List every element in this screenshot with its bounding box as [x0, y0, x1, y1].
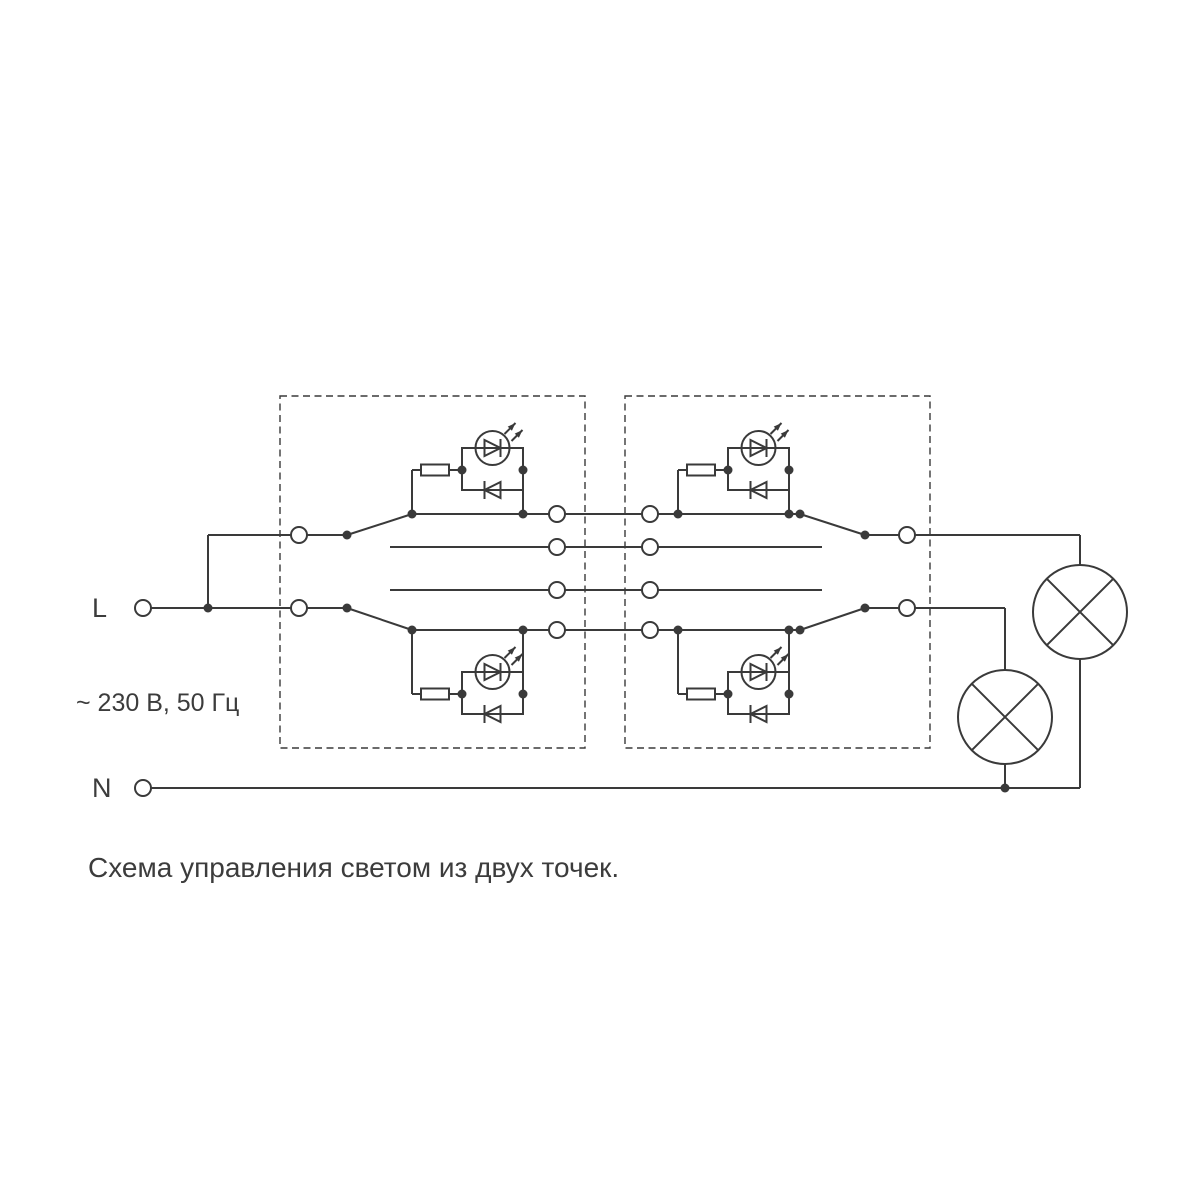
switch-unit-1-outline: [279, 395, 586, 749]
led-indicator-4: [677, 646, 795, 724]
junction-dots: [203, 509, 1010, 793]
diagram-labels: L N ~ 230 В, 50 Гц Схема управления свет…: [76, 593, 619, 883]
label-line-terminal: L: [92, 593, 107, 623]
label-supply-rating: ~ 230 В, 50 Гц: [76, 689, 239, 717]
switch1-traveler-out: [548, 538, 566, 556]
diagram-caption: Схема управления светом из двух точек.: [88, 852, 619, 883]
switch2-common-bottom: [898, 599, 916, 617]
switch1-traveler-out: [548, 581, 566, 599]
switch2-traveler-in: [641, 621, 659, 639]
switch1-traveler-out: [548, 505, 566, 523]
switch-unit-2-outline: [624, 395, 931, 749]
switch1-traveler-out: [548, 621, 566, 639]
label-neutral-terminal: N: [92, 773, 112, 803]
led-indicator-3: [677, 422, 795, 500]
led-indicator-2: [411, 646, 529, 724]
lamp-icon: [957, 669, 1053, 765]
n-terminal: [134, 779, 152, 797]
circuit-wires: [151, 470, 1081, 789]
switch2-traveler-in: [641, 581, 659, 599]
terminal-contacts: [134, 505, 916, 797]
switch2-traveler-in: [641, 505, 659, 523]
switch1-common-top: [290, 526, 308, 544]
lamp-icon: [1032, 564, 1128, 660]
switch2-common-top: [898, 526, 916, 544]
l-terminal: [134, 599, 152, 617]
switch1-common-bottom: [290, 599, 308, 617]
switch2-traveler-in: [641, 538, 659, 556]
led-indicator-1: [411, 422, 529, 500]
